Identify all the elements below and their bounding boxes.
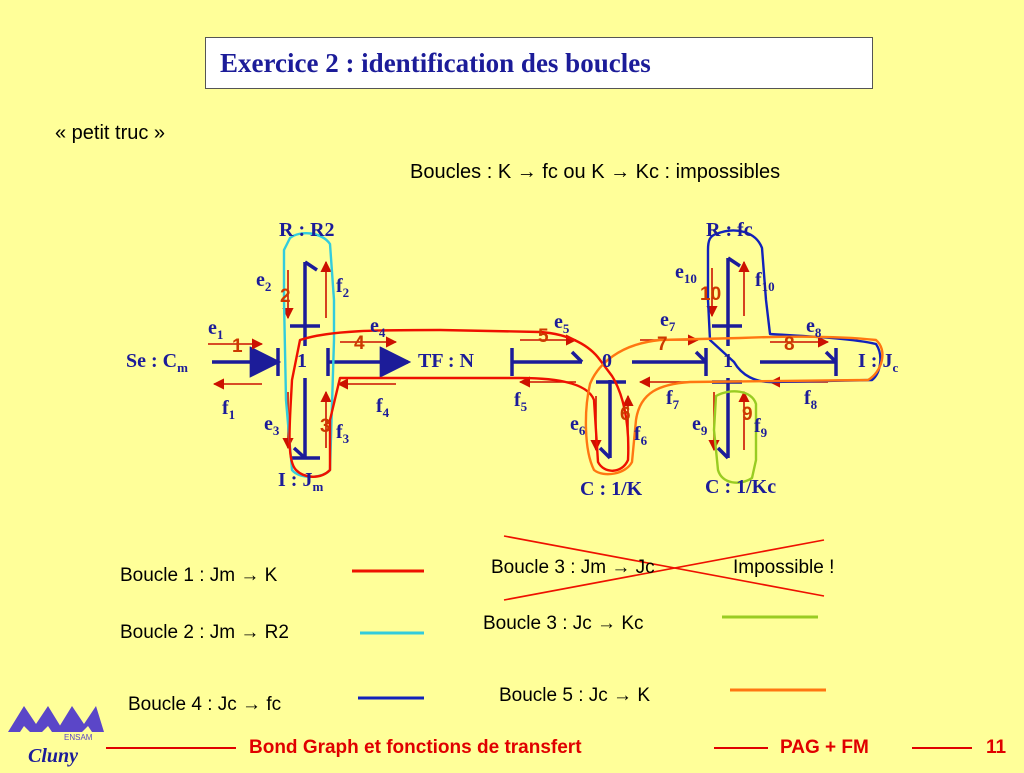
- node-junction-1a: 1: [297, 350, 307, 372]
- legend-impossible: Impossible !: [733, 557, 835, 578]
- bond-number-4: 4: [354, 333, 365, 354]
- legend-boucle-1: Boucle 1 : Jm → K: [120, 565, 278, 586]
- bond-2-half: [304, 260, 318, 272]
- label-f3: f3: [336, 421, 350, 446]
- label-e4: e4: [370, 315, 386, 340]
- label-f9: f9: [754, 415, 768, 440]
- cross-line-1: [503, 535, 825, 597]
- ensam-cluny-logo: ENSAM Cluny: [6, 700, 106, 768]
- loop-3-green: [712, 390, 758, 484]
- label-f7: f7: [666, 387, 680, 412]
- label-e9: e9: [692, 413, 708, 438]
- node-ijc: I : Jc: [858, 350, 898, 375]
- bond-number-2: 2: [280, 286, 291, 307]
- page-title: Exercice 2 : identification des boucles: [220, 48, 651, 78]
- label-e8: e8: [806, 315, 822, 340]
- subtitle: « petit truc »: [55, 122, 166, 144]
- footer-authors: PAG + FM: [780, 737, 869, 758]
- bond-numbers: 1 2 3 4 5 6 7 8 9 10: [232, 284, 795, 437]
- label-e6: e6: [570, 413, 586, 438]
- node-r2: R : R2: [279, 219, 335, 241]
- label-f8: f8: [804, 387, 818, 412]
- bond-number-10: 10: [700, 284, 721, 305]
- footer-page-number: 11: [986, 737, 1007, 758]
- label-f5: f5: [514, 389, 528, 414]
- node-junction-1b: 1: [723, 350, 733, 372]
- bond-number-6: 6: [620, 404, 631, 425]
- cross-line-2: [503, 539, 825, 601]
- bond-9-half: [716, 446, 730, 460]
- label-f2: f2: [336, 275, 349, 300]
- label-e5: e5: [554, 311, 570, 336]
- node-ijm: I : Jm: [278, 469, 323, 494]
- label-e10: e10: [675, 261, 697, 286]
- node-ckc: C : 1/Kc: [705, 476, 776, 498]
- bond-number-7: 7: [657, 334, 668, 355]
- bond-number-1: 1: [232, 336, 243, 357]
- bond-10-half: [727, 256, 741, 268]
- node-ck: C : 1/K: [580, 478, 643, 500]
- node-se: Se : Cm: [126, 350, 188, 375]
- bond-number-5: 5: [538, 326, 549, 347]
- label-f6: f6: [634, 423, 648, 448]
- label-e1: e1: [208, 317, 223, 342]
- legend-swatches: [352, 535, 826, 700]
- title-box: Exercice 2 : identification des boucles: [205, 37, 873, 89]
- label-f1: f1: [222, 397, 235, 422]
- bond-number-8: 8: [784, 334, 795, 355]
- loops: [282, 229, 884, 484]
- bond-number-9: 9: [742, 404, 753, 425]
- bond-6-half: [598, 446, 612, 460]
- bond-number-3: 3: [320, 416, 331, 437]
- legend-boucle-4: Boucle 4 : Jc → fc: [128, 694, 282, 715]
- logo-campus: Cluny: [28, 745, 78, 767]
- node-junction-0: 0: [602, 350, 612, 372]
- label-f4: f4: [376, 395, 390, 420]
- legend-boucle-3-kc: Boucle 3 : Jc → Kc: [483, 613, 644, 634]
- bond-5-half: [570, 350, 584, 364]
- footer-course: Bond Graph et fonctions de transfert: [249, 737, 582, 758]
- legend-boucle-5: Boucle 5 : Jc → K: [499, 685, 651, 706]
- loop-4-blue: [706, 229, 882, 384]
- legend-boucle-2: Boucle 2 : Jm → R2: [120, 622, 289, 643]
- label-e2: e2: [256, 269, 271, 294]
- legend-boucle-3-jc: Boucle 3 : Jm → Jc: [491, 557, 655, 578]
- label-f10: f10: [755, 269, 775, 294]
- logo-school: ENSAM: [64, 733, 93, 742]
- loop-5-orange: [584, 335, 884, 476]
- variable-labels: e1 f1 e2 f2 e3 f3 e4 f4 e5 f5 e6 f6 e7 f…: [208, 261, 822, 448]
- boucles-note: Boucles : K → fc ou K → Kc : impossibles: [410, 161, 781, 183]
- node-tf: TF : N: [418, 350, 474, 372]
- label-e7: e7: [660, 309, 676, 334]
- label-e3: e3: [264, 413, 280, 438]
- node-rfc: R : fc: [706, 219, 753, 241]
- loop-1-red: [288, 328, 630, 478]
- node-labels: R : R2 R : fc Se : Cm 1 TF : N 0 1 I : J…: [126, 219, 898, 500]
